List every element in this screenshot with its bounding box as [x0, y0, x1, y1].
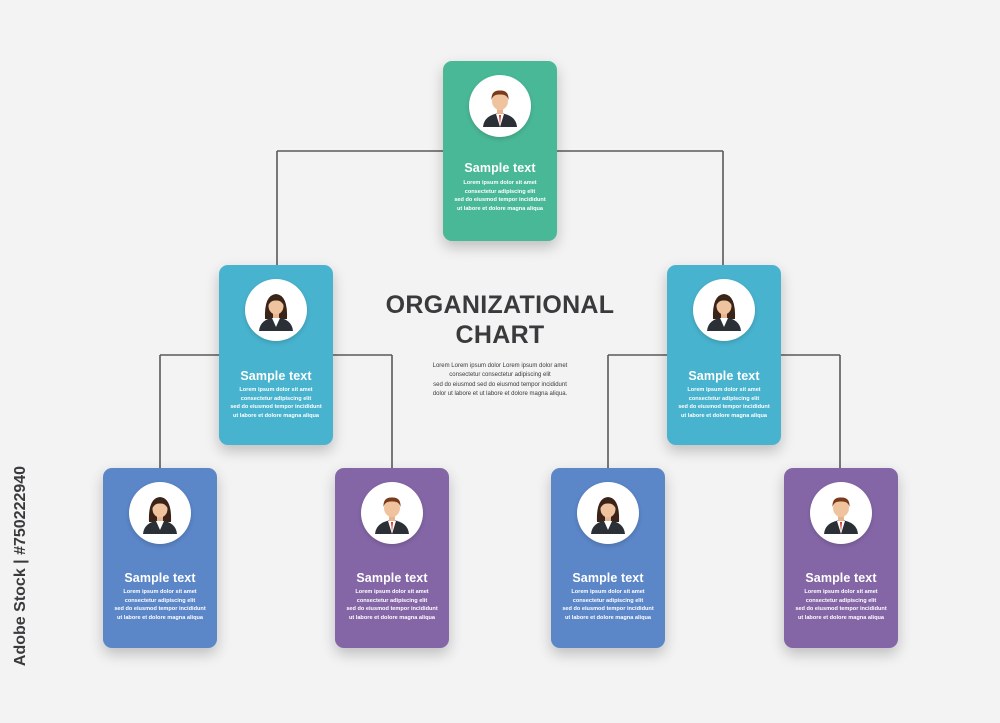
avatar	[469, 75, 531, 137]
chart-description: Lorem Lorem ipsum dolor Lorem ipsum dolo…	[432, 363, 568, 398]
card-title: Sample text	[356, 571, 428, 585]
card-description: Lorem ipsum dolor sit amet consectetur a…	[678, 387, 770, 419]
card-title: Sample text	[124, 571, 196, 585]
woman-avatar-icon	[707, 294, 741, 331]
card-title: Sample text	[572, 571, 644, 585]
woman-avatar-icon	[259, 294, 293, 331]
card-description: Lorem ipsum dolor sit amet consectetur a…	[454, 180, 546, 212]
stock-watermark-text: Adobe Stock | #750222940	[12, 465, 29, 667]
chart-title-line2: CHART	[455, 321, 545, 349]
woman-avatar-icon	[143, 497, 177, 534]
avatar	[577, 482, 639, 544]
avatar	[810, 482, 872, 544]
man-avatar-icon	[375, 497, 409, 534]
card-title: Sample text	[688, 369, 760, 383]
card-description: Lorem ipsum dolor sit amet consectetur a…	[562, 589, 654, 621]
card-description: Lorem ipsum dolor sit amet consectetur a…	[230, 387, 322, 419]
chart-title: ORGANIZATIONAL CHART	[372, 290, 628, 350]
card-description: Lorem ipsum dolor sit amet consectetur a…	[114, 589, 206, 621]
avatar	[361, 482, 423, 544]
card-title: Sample text	[240, 369, 312, 383]
stock-watermark: Adobe Stock | #750222940	[6, 466, 36, 666]
avatar	[129, 482, 191, 544]
card-title: Sample text	[805, 571, 877, 585]
card-title: Sample text	[464, 161, 536, 175]
avatar	[245, 279, 307, 341]
card-description: Lorem ipsum dolor sit amet consectetur a…	[795, 589, 887, 621]
avatar	[693, 279, 755, 341]
card-description: Lorem ipsum dolor sit amet consectetur a…	[346, 589, 438, 621]
chart-title-line1: ORGANIZATIONAL	[385, 291, 615, 319]
woman-avatar-icon	[591, 497, 625, 534]
man-avatar-icon	[824, 497, 858, 534]
man-avatar-icon	[483, 90, 517, 127]
